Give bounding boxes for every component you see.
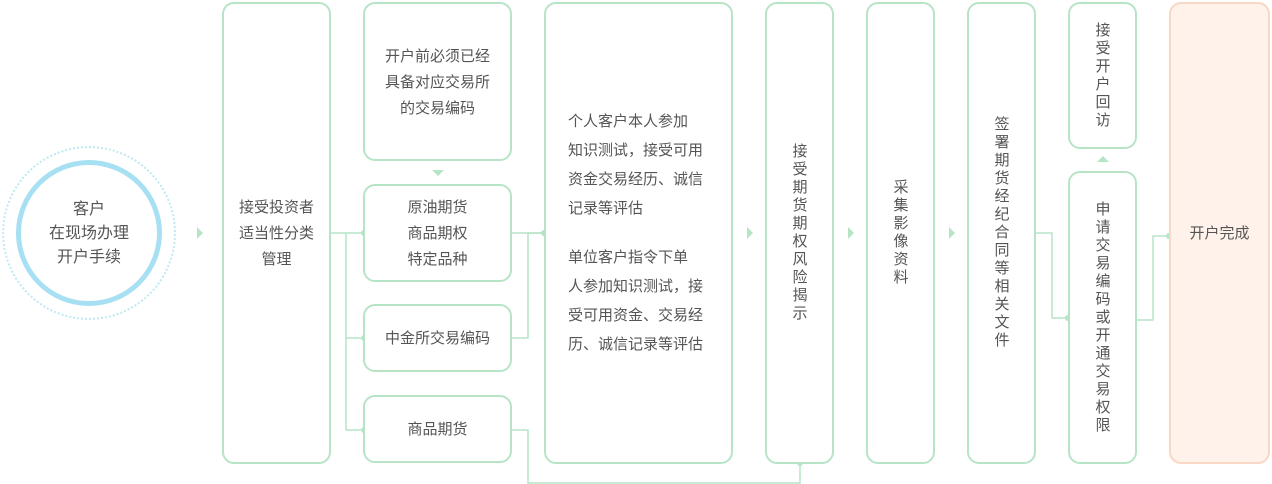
- step-return-visit: 接受开户回访: [1068, 2, 1137, 149]
- start-line-3: 开户手续: [56, 247, 121, 266]
- step-risk-disclosure: 接受期货期权风险揭示: [765, 2, 834, 464]
- step-apply-code: 申请交易编码或开通交易权限: [1068, 171, 1137, 464]
- individual-line-2: 知识测试，接受可用: [568, 141, 704, 159]
- institution-line-4: 历、诚信记录等评估: [568, 335, 704, 353]
- institution-line-1: 单位客户指令下单: [568, 248, 689, 266]
- institution-line-3: 受可用资金、交易经: [568, 306, 704, 324]
- start-line-1: 客户: [72, 199, 105, 218]
- start-line-2: 在现场办理: [48, 223, 129, 242]
- step-prerequisite: 开户前必须已经 具备对应交易所 的交易编码: [363, 2, 512, 161]
- cffex-label: 中金所交易编码: [384, 329, 490, 347]
- sign-label: 签署期货经纪合同等相关文件: [992, 116, 1011, 350]
- suitability-line-2: 适当性分类: [238, 224, 314, 242]
- step-collect-images: 采集影像资料: [866, 2, 935, 464]
- prerequisite-line-2: 具备对应交易所: [384, 72, 490, 91]
- apply-label: 申请交易编码或开通交易权限: [1093, 200, 1112, 435]
- crude-line-3: 特定品种: [407, 250, 468, 268]
- crude-line-1: 原油期货: [407, 198, 468, 216]
- crude-line-2: 商品期权: [407, 224, 468, 242]
- prerequisite-line-3: 的交易编码: [399, 98, 475, 117]
- step-crude-oil: 原油期货 商品期权 特定品种: [363, 184, 512, 282]
- individual-line-4: 记录等评估: [568, 199, 644, 217]
- suitability-line-3: 管理: [261, 250, 292, 268]
- step-commodity-futures: 商品期货: [363, 395, 512, 463]
- suitability-line-1: 接受投资者: [238, 198, 314, 216]
- start-circle: 客户 在现场办理 开户手续: [16, 160, 162, 306]
- step-cffex-code: 中金所交易编码: [363, 304, 512, 372]
- step-sign-contract: 签署期货经纪合同等相关文件: [967, 2, 1036, 464]
- individual-line-1: 个人客户本人参加: [568, 112, 689, 130]
- prerequisite-line-1: 开户前必须已经: [384, 46, 490, 65]
- step-evaluation: 个人客户本人参加 知识测试，接受可用 资金交易经历、诚信 记录等评估 单位客户指…: [544, 2, 733, 464]
- step-suitability: 接受投资者 适当性分类 管理: [222, 2, 331, 464]
- visit-label: 接受开户回访: [1093, 21, 1112, 130]
- collect-label: 采集影像资料: [891, 179, 910, 287]
- start-circle-halo: [2, 146, 176, 320]
- individual-line-3: 资金交易经历、诚信: [568, 170, 704, 188]
- institution-line-2: 人参加知识测试，接: [568, 277, 704, 295]
- complete-label: 开户完成: [1189, 224, 1250, 242]
- step-complete: 开户完成: [1169, 2, 1270, 464]
- risk-label: 接受期货期权风险揭示: [790, 143, 809, 323]
- commodity-label: 商品期货: [407, 420, 468, 438]
